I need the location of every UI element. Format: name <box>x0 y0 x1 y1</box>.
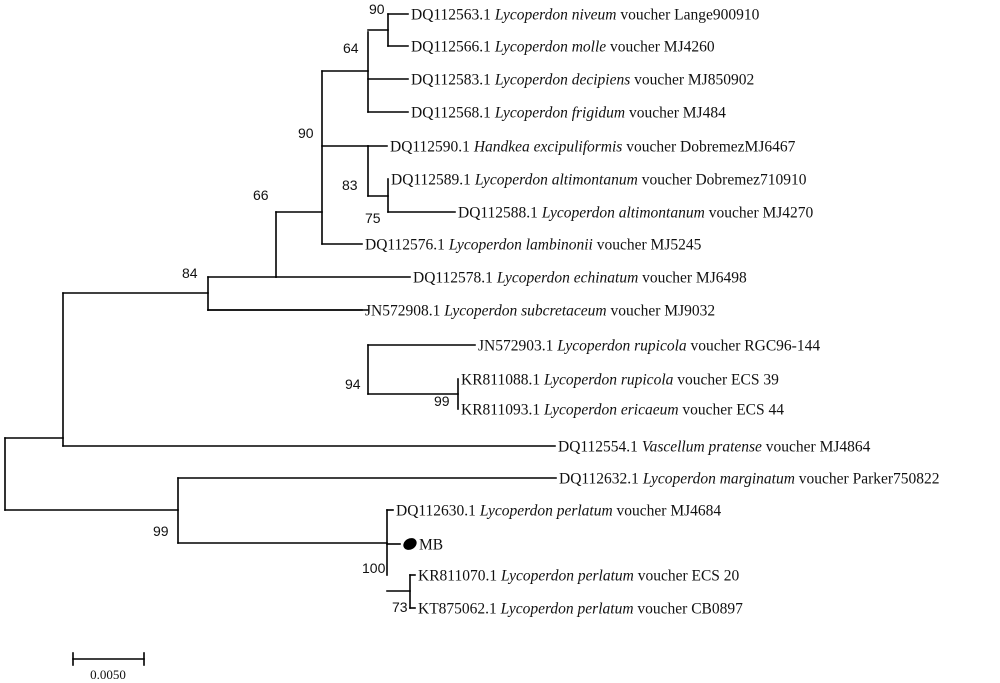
taxon-voucher: voucher Lange900910 <box>616 7 759 24</box>
taxon-label: JN572903.1 Lycoperdon rupicola voucher R… <box>478 338 820 355</box>
taxon-label: KT875062.1 Lycoperdon perlatum voucher C… <box>418 601 743 618</box>
bootstrap-value: 94 <box>345 376 361 392</box>
taxon-label: DQ112590.1 Handkea excipuliformis vouche… <box>390 139 796 156</box>
taxon-label: DQ112568.1 Lycoperdon frigidum voucher M… <box>411 105 726 122</box>
taxon-accession: DQ112632.1 <box>559 471 639 488</box>
scale-bar: 0.0050 <box>72 652 145 682</box>
taxon-label: DQ112589.1 Lycoperdon altimontanum vouch… <box>391 172 807 189</box>
bootstrap-value: 83 <box>342 177 358 193</box>
taxon-voucher: voucher MJ4260 <box>606 39 715 56</box>
query-sample-dot-icon <box>403 538 417 550</box>
taxon-accession: JN572908.1 <box>365 303 440 320</box>
taxon-species: Vascellum pratense <box>638 439 762 456</box>
taxon-species: Lycoperdon altimontanum <box>471 172 638 189</box>
taxon-accession: DQ112630.1 <box>396 503 476 520</box>
bootstrap-value: 73 <box>392 599 408 615</box>
taxon-accession: DQ112566.1 <box>411 39 491 56</box>
taxon-voucher: voucher MJ4864 <box>762 439 871 456</box>
taxon-accession: DQ112554.1 <box>558 439 638 456</box>
taxon-species: Lycoperdon echinatum <box>493 270 638 287</box>
taxon-voucher: voucher Dobremez710910 <box>638 172 807 189</box>
taxon-species: Lycoperdon subcretaceum <box>440 303 606 320</box>
taxon-label: DQ112630.1 Lycoperdon perlatum voucher M… <box>396 503 721 520</box>
taxon-voucher: voucher ECS 20 <box>634 568 740 585</box>
taxon-accession: KR811070.1 <box>418 568 497 585</box>
taxon-accession: DQ112583.1 <box>411 72 491 89</box>
taxon-label: DQ112583.1 Lycoperdon decipiens voucher … <box>411 72 754 89</box>
taxon-species: Lycoperdon decipiens <box>491 72 630 89</box>
taxon-species: Lycoperdon frigidum <box>491 105 625 122</box>
scale-bar-label: 0.0050 <box>90 667 126 682</box>
bootstrap-value: 90 <box>298 125 314 141</box>
query-sample-marker <box>403 538 417 550</box>
taxon-voucher: voucher MJ4270 <box>705 205 814 222</box>
taxon-voucher: voucher Parker750822 <box>795 471 940 488</box>
taxon-species: Lycoperdon rupicola <box>540 372 674 389</box>
bootstrap-value: 75 <box>365 210 381 226</box>
bootstrap-values: 90 64 90 83 75 66 84 94 99 99 100 73 <box>153 1 450 615</box>
bootstrap-value: 84 <box>182 265 198 281</box>
taxon-label: DQ112588.1 Lycoperdon altimontanum vouch… <box>458 205 814 222</box>
taxon-species: Lycoperdon rupicola <box>553 338 687 355</box>
tree-branches <box>4 13 557 609</box>
taxon-accession: JN572903.1 <box>478 338 553 355</box>
taxon-label: MB <box>419 537 443 554</box>
taxon-voucher: voucher MJ5245 <box>593 237 702 254</box>
taxon-label: JN572908.1 Lycoperdon subcretaceum vouch… <box>365 303 715 320</box>
bootstrap-value: 90 <box>369 1 385 17</box>
taxon-accession: DQ112590.1 <box>390 139 470 156</box>
taxon-accession: DQ112563.1 <box>411 7 491 24</box>
taxon-labels: DQ112563.1 Lycoperdon niveum voucher Lan… <box>365 7 940 618</box>
taxon-species: Lycoperdon perlatum <box>497 568 634 585</box>
taxon-accession: DQ112578.1 <box>413 270 493 287</box>
taxon-accession: DQ112576.1 <box>365 237 445 254</box>
taxon-accession: KR811088.1 <box>461 372 540 389</box>
taxon-voucher: voucher MJ484 <box>625 105 726 122</box>
taxon-voucher: voucher MJ4684 <box>613 503 722 520</box>
taxon-label: DQ112632.1 Lycoperdon marginatum voucher… <box>559 471 940 488</box>
taxon-accession: KT875062.1 <box>418 601 497 618</box>
taxon-label: KR811088.1 Lycoperdon rupicola voucher E… <box>461 372 779 389</box>
taxon-label: DQ112554.1 Vascellum pratense voucher MJ… <box>558 439 871 456</box>
taxon-species: Handkea excipuliformis <box>470 139 622 156</box>
bootstrap-value: 99 <box>434 393 450 409</box>
taxon-voucher: voucher ECS 44 <box>679 402 785 419</box>
taxon-voucher: voucher MJ850902 <box>630 72 754 89</box>
taxon-accession: DQ112589.1 <box>391 172 471 189</box>
taxon-label: DQ112566.1 Lycoperdon molle voucher MJ42… <box>411 39 715 56</box>
bootstrap-value: 66 <box>253 187 269 203</box>
taxon-species: Lycoperdon ericaeum <box>540 402 678 419</box>
taxon-voucher: voucher DobremezMJ6467 <box>622 139 795 156</box>
taxon-accession: DQ112568.1 <box>411 105 491 122</box>
taxon-species: Lycoperdon lambinonii <box>445 237 593 254</box>
taxon-label: KR811070.1 Lycoperdon perlatum voucher E… <box>418 568 740 585</box>
taxon-species: Lycoperdon perlatum <box>497 601 634 618</box>
taxon-label: DQ112578.1 Lycoperdon echinatum voucher … <box>413 270 747 287</box>
taxon-voucher: voucher CB0897 <box>634 601 744 618</box>
taxon-voucher: voucher MJ9032 <box>607 303 716 320</box>
bootstrap-value: 100 <box>362 560 386 576</box>
taxon-label: KR811093.1 Lycoperdon ericaeum voucher E… <box>461 402 784 419</box>
taxon-species: Lycoperdon molle <box>491 39 606 56</box>
bootstrap-value: 99 <box>153 523 169 539</box>
taxon-label: DQ112563.1 Lycoperdon niveum voucher Lan… <box>411 7 760 24</box>
taxon-voucher: voucher MJ6498 <box>638 270 747 287</box>
taxon-label: DQ112576.1 Lycoperdon lambinonii voucher… <box>365 237 702 254</box>
taxon-species: Lycoperdon altimontanum <box>538 205 705 222</box>
bootstrap-value: 64 <box>343 40 359 56</box>
taxon-species: Lycoperdon perlatum <box>476 503 613 520</box>
taxon-accession: KR811093.1 <box>461 402 540 419</box>
taxon-accession: MB <box>419 537 443 554</box>
taxon-species: Lycoperdon niveum <box>491 7 617 24</box>
taxon-species: Lycoperdon marginatum <box>639 471 795 488</box>
taxon-voucher: voucher RGC96-144 <box>687 338 821 355</box>
taxon-accession: DQ112588.1 <box>458 205 538 222</box>
taxon-voucher: voucher ECS 39 <box>673 372 779 389</box>
